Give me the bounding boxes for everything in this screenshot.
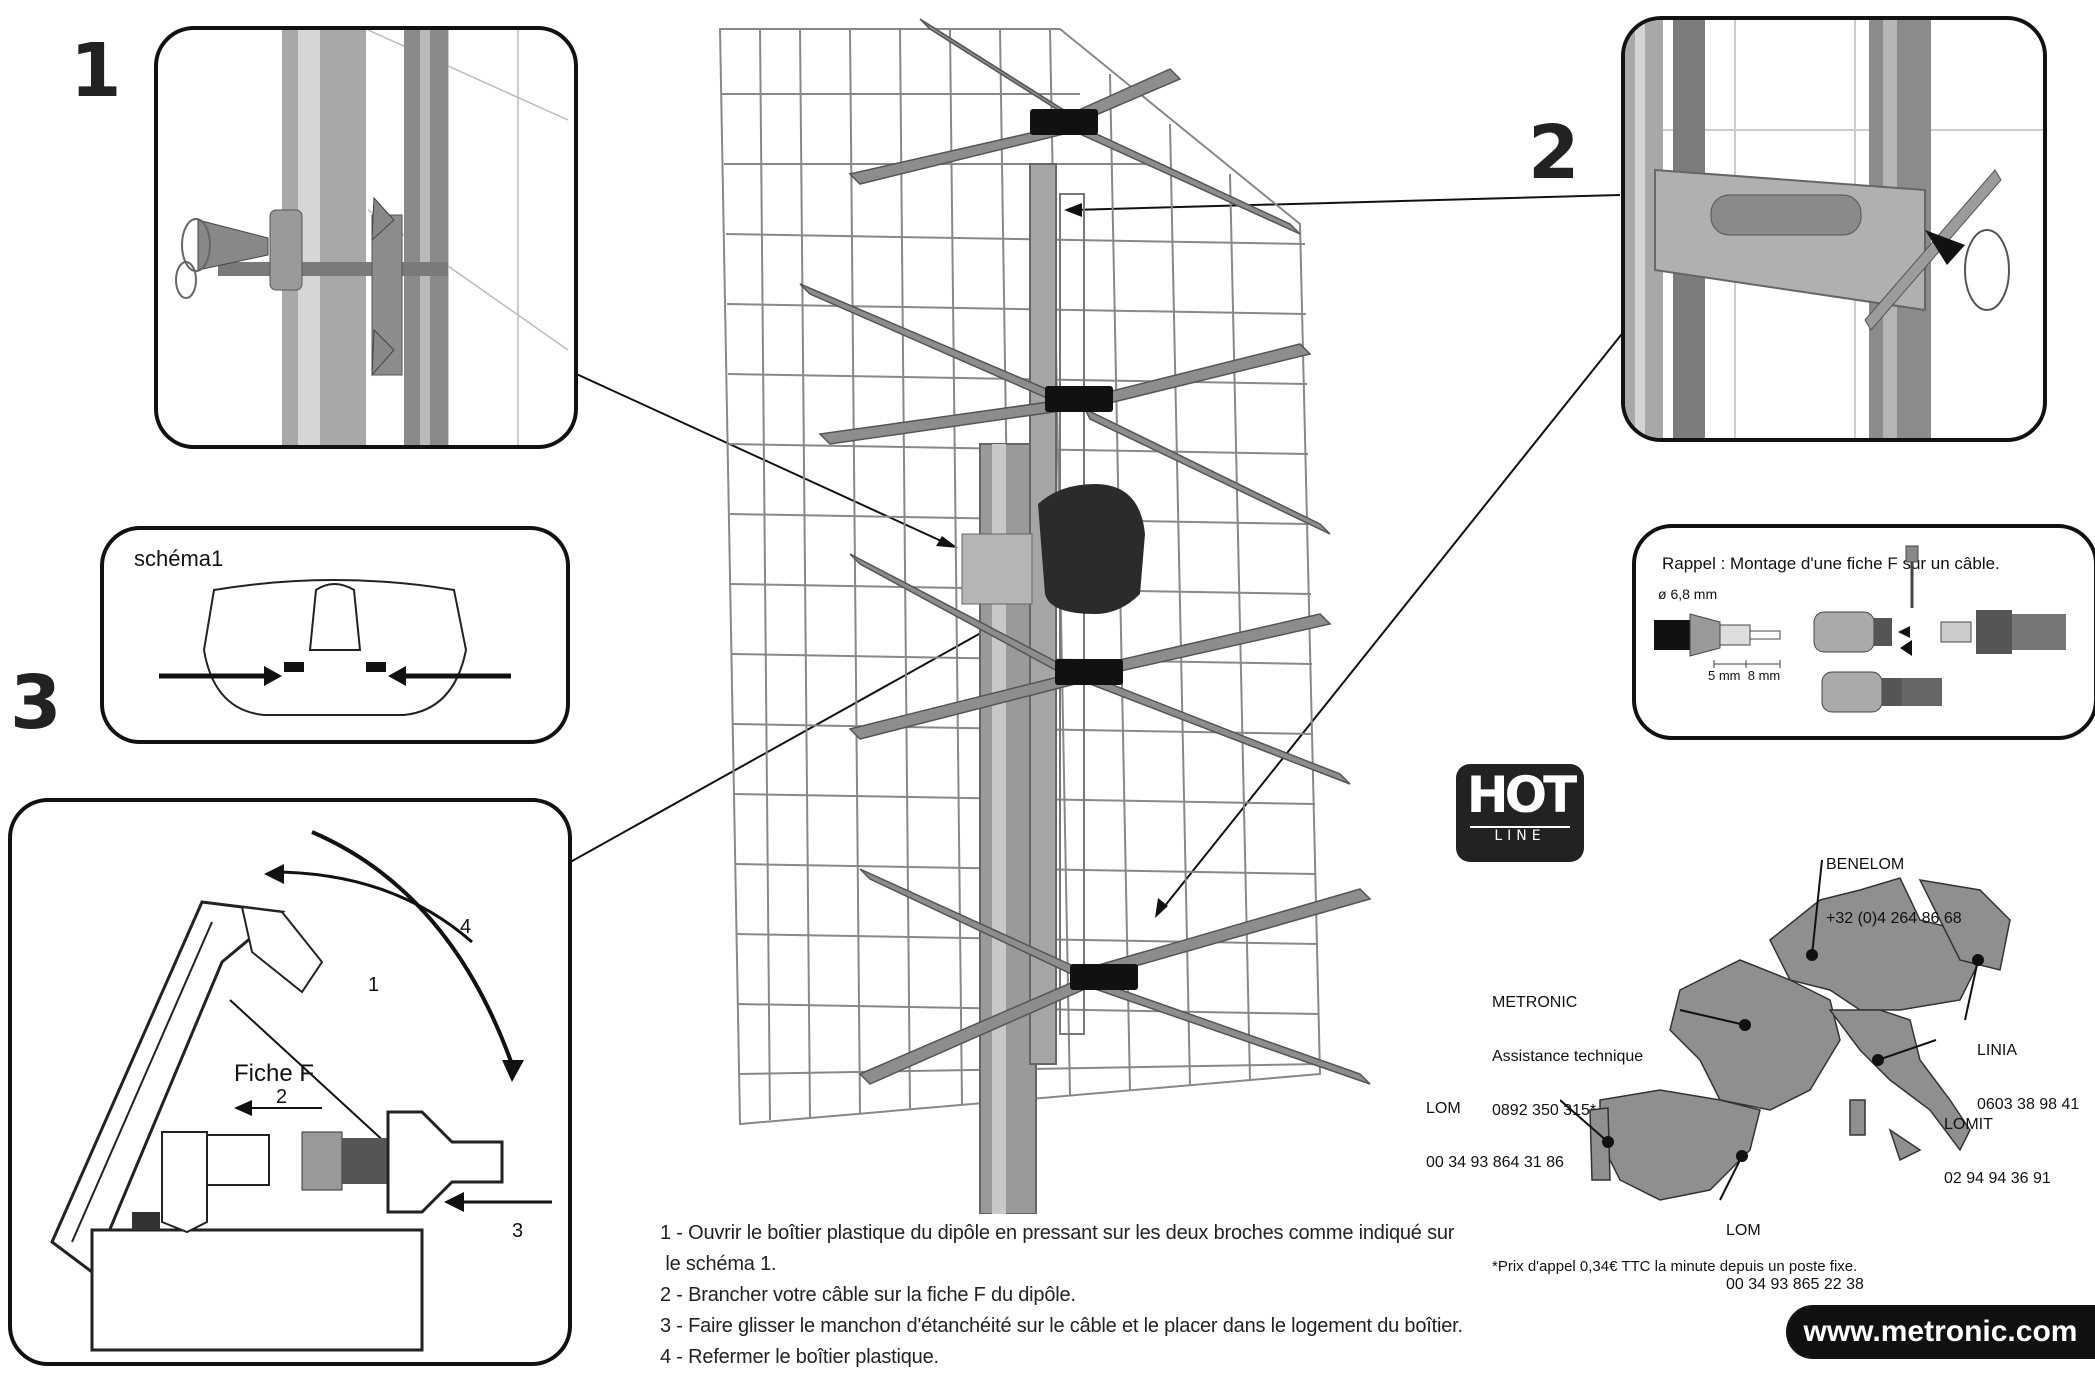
- amplifier-box: [1038, 484, 1145, 614]
- contact-metronic: METRONIC Assistance technique 0892 350 3…: [1492, 958, 1643, 1138]
- figure-number-1: 1: [70, 28, 122, 114]
- contact-linia-name: LINIA: [1977, 1042, 2018, 1059]
- step-label-3: 3: [512, 1220, 524, 1242]
- dipoles: [799, 18, 1372, 1085]
- contact-lom-es-name: LOM: [1726, 1222, 1761, 1239]
- website-link[interactable]: www.metronic.com: [1786, 1305, 2095, 1359]
- panel-mast-clamp: [154, 26, 578, 449]
- contact-lom-es-phone: 00 34 93 865 22 38: [1726, 1276, 1864, 1293]
- fiche-f-label: Fiche F: [234, 1060, 315, 1087]
- dipole-box-top-view: [159, 579, 511, 716]
- contact-lomit-name: LOMIT: [1944, 1116, 1993, 1133]
- panel-dipole-fixing: [1621, 16, 2047, 442]
- panel-rappel: Rappel : Montage d'une fiche F sur un câ…: [1632, 524, 2095, 740]
- schema-label: schéma1: [134, 546, 224, 571]
- instruction-line: 4 - Refermer le boîtier plastique.: [660, 1346, 939, 1368]
- contact-metronic-name: METRONIC: [1492, 994, 1578, 1011]
- step-label-1: 1: [368, 974, 380, 996]
- panel-fiche-f-assembly: Fiche F 1 2 3 4: [8, 798, 572, 1366]
- contact-linia-phone: 0603 38 98 41: [1977, 1096, 2080, 1113]
- hotline-logo-bottom: LINE: [1470, 826, 1570, 844]
- instruction-line: 1 - Ouvrir le boîtier plastique du dipôl…: [660, 1222, 1455, 1244]
- instruction-line: 3 - Faire glisser le manchon d'étanchéit…: [660, 1315, 1463, 1337]
- hotline-logo-top: HOT: [1466, 766, 1577, 824]
- rappel-dims: 5 mm 8 mm: [1708, 668, 1781, 683]
- figure-number-3: 3: [10, 660, 62, 746]
- europe-map: [1560, 860, 2011, 1201]
- antenna-illustration: [718, 18, 1372, 1214]
- contact-metronic-line2: Assistance technique: [1492, 1048, 1644, 1065]
- panel-schema1: schéma1: [100, 526, 570, 744]
- contact-linia: LINIA 0603 38 98 41: [1977, 1006, 2079, 1132]
- contact-metronic-phone: 0892 350 315*: [1492, 1102, 1597, 1119]
- fiche-f-mounting-illustration: [1654, 545, 2066, 713]
- rappel-diameter: ø 6,8 mm: [1658, 586, 1718, 602]
- figure-number-2: 2: [1528, 110, 1580, 196]
- step-label-4: 4: [460, 916, 472, 938]
- mast-clamp-illustration: [175, 30, 569, 445]
- contact-lom-pt-name: LOM: [1426, 1100, 1461, 1117]
- contact-benelom-phone: +32 (0)4 264 86 68: [1826, 910, 1962, 927]
- boom: [1029, 163, 1057, 1065]
- dipole-fixing-illustration: [1625, 20, 2043, 438]
- contact-lom-pt: LOM 00 34 93 864 31 86: [1426, 1064, 1564, 1190]
- contact-lomit-phone: 02 94 94 36 91: [1944, 1170, 2051, 1187]
- hotline-logo: HOT LINE: [1456, 764, 1584, 862]
- contact-benelom-name: BENELOM: [1826, 856, 1905, 873]
- contact-lom-pt-phone: 00 34 93 864 31 86: [1426, 1154, 1564, 1171]
- fiche-f-assembly-illustration: [50, 830, 552, 1352]
- contact-lomit: LOMIT 02 94 94 36 91: [1944, 1080, 2051, 1206]
- instruction-line: 2 - Brancher votre câble sur la fiche F …: [660, 1284, 1076, 1306]
- instruction-line: le schéma 1.: [660, 1253, 777, 1275]
- instructions: 1 - Ouvrir le boîtier plastique du dipôl…: [660, 1218, 1463, 1373]
- step-label-2: 2: [276, 1086, 288, 1108]
- price-note: *Prix d'appel 0,34€ TTC la minute depuis…: [1492, 1258, 1858, 1275]
- contact-lom-es: LOM 00 34 93 865 22 38: [1726, 1186, 1864, 1312]
- contact-benelom: BENELOM +32 (0)4 264 86 68: [1826, 820, 1962, 946]
